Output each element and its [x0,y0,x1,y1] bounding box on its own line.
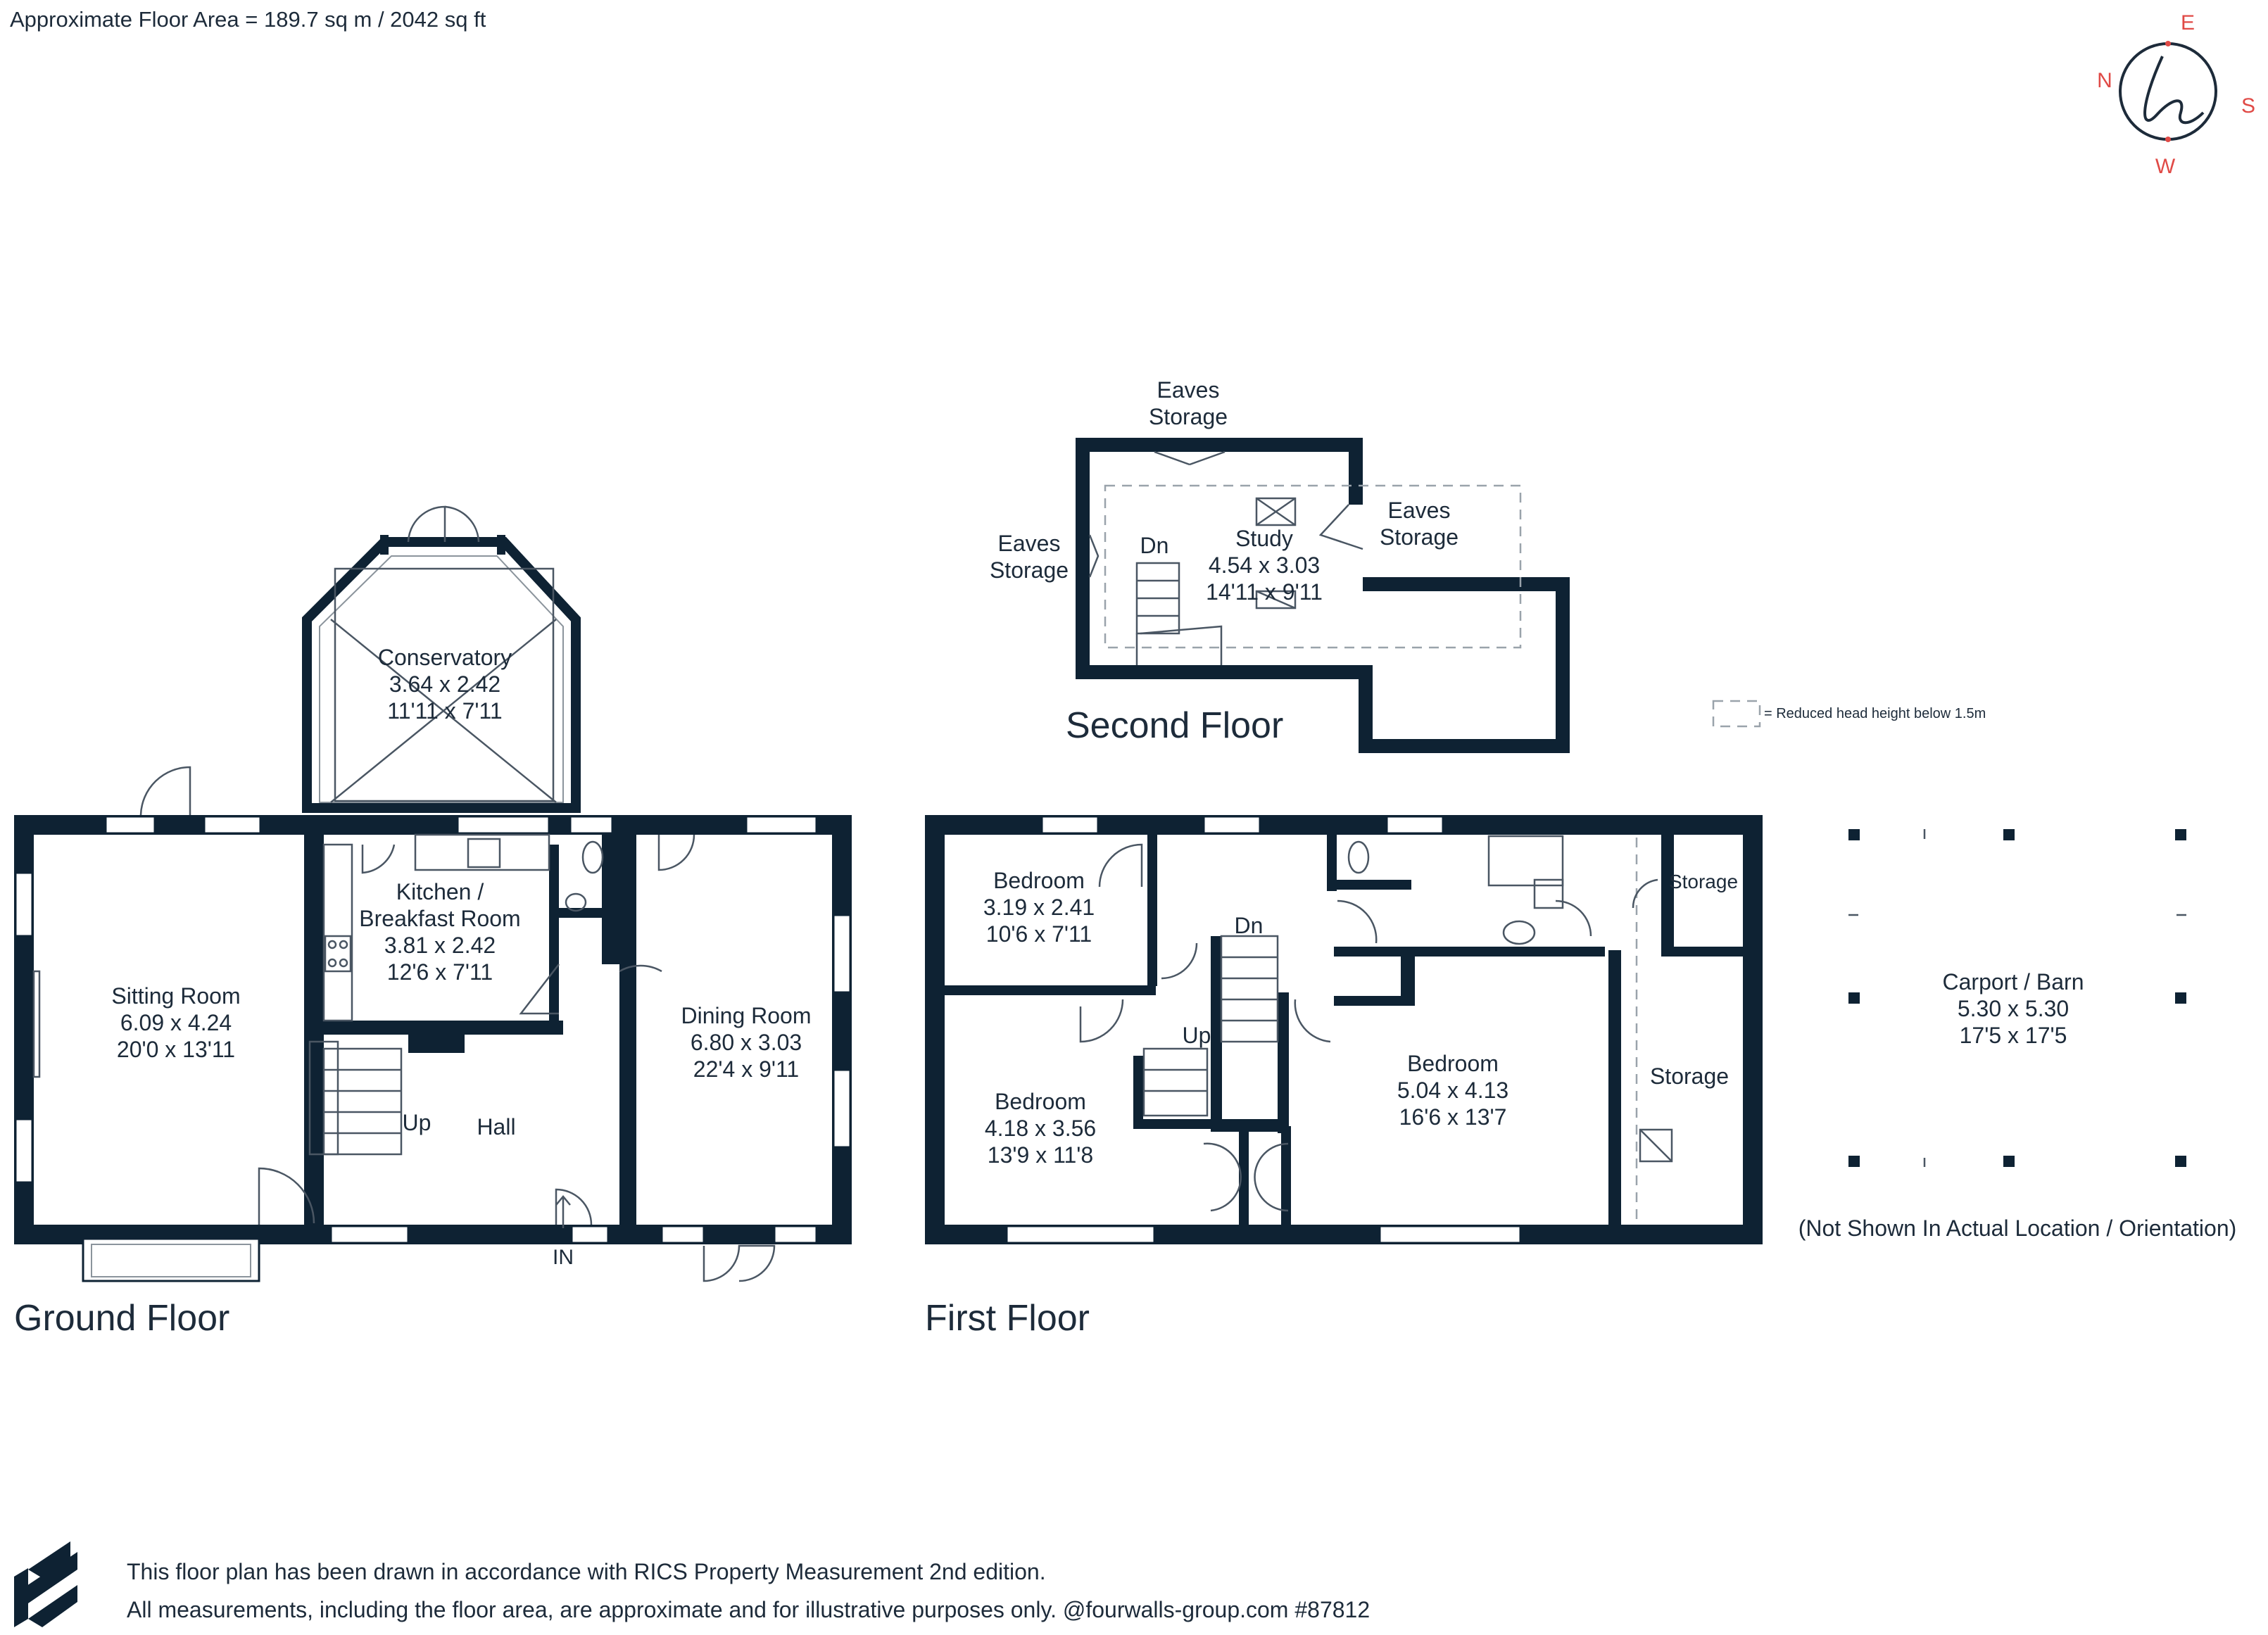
study-metric: 4.54 x 3.03 [1209,553,1320,578]
entrance-label: IN [553,1246,574,1269]
carport-imperial: 17'5 x 17'5 [1960,1023,2067,1048]
bedroom-1-imperial: 10'6 x 7'11 [986,921,1092,947]
compass-e: E [2181,11,2195,34]
sitting-room-label: Sitting Room [111,983,240,1009]
ground-floor-title: Ground Floor [14,1298,229,1339]
second-floor-title: Second Floor [1066,705,1283,746]
bedroom-2-imperial: 13'9 x 11'8 [988,1142,1093,1168]
second-floor-plan [1076,438,1761,753]
conservatory-label: Conservatory [378,645,512,670]
kitchen-metric: 3.81 x 2.42 [384,933,496,958]
study-label: Study [1235,526,1293,551]
bedroom-2-metric: 4.18 x 3.56 [985,1116,1096,1141]
sitting-room-metric: 6.09 x 4.24 [120,1010,232,1035]
conservatory-imperial: 11'11 x 7'11 [387,698,502,724]
eaves-left-label: Eaves [998,531,1061,556]
compass-s: S [2241,94,2255,118]
carport-label: Carport / Barn [1943,969,2084,995]
eaves-top-label: Eaves [1157,377,1220,403]
eaves-top-label-2: Storage [1149,404,1228,429]
compass-w: W [2155,155,2176,178]
floor-area-text: Approximate Floor Area = 189.7 sq m / 20… [10,7,486,32]
dining-room-imperial: 22'4 x 9'11 [693,1056,799,1082]
eaves-left-label-2: Storage [990,557,1069,583]
footer-line-1: This floor plan has been drawn in accord… [127,1559,1046,1584]
bedroom-1-metric: 3.19 x 2.41 [983,895,1095,920]
study-imperial: 14'11 x 9'11 [1206,579,1323,605]
second-dn-label: Dn [1140,533,1169,558]
carport-metric: 5.30 x 5.30 [1958,996,2069,1021]
sitting-room-imperial: 20'0 x 13'11 [117,1037,235,1062]
hall-label: Hall [477,1114,515,1140]
ground-floor-plan [14,505,852,1282]
compass-n: N [2097,69,2112,92]
storage-2-label: Storage [1650,1063,1729,1089]
first-floor-plan [925,815,1763,1244]
bedroom-3-label: Bedroom [1407,1051,1499,1076]
dining-room-metric: 6.80 x 3.03 [691,1030,802,1055]
fourwalls-logo-icon [14,1541,77,1627]
storage-1-label: Storage [1669,871,1738,892]
bedroom-3-metric: 5.04 x 4.13 [1397,1078,1508,1103]
bedroom-2-label: Bedroom [995,1089,1086,1114]
eaves-right-label-2: Storage [1380,524,1459,550]
kitchen-label: Kitchen / [396,879,484,904]
carport-note: (Not Shown In Actual Location / Orientat… [1798,1216,2237,1241]
footer-line-2: All measurements, including the floor ar… [127,1597,1370,1622]
compass-logo-icon: E N S W [2097,11,2255,178]
bedroom-3-imperial: 16'6 x 13'7 [1399,1104,1507,1130]
ground-up-label: Up [403,1110,431,1135]
first-dn-label: Dn [1235,913,1264,938]
dining-room-label: Dining Room [681,1003,812,1028]
conservatory-metric: 3.64 x 2.42 [389,671,500,697]
eaves-right-label: Eaves [1388,498,1451,523]
kitchen-label-2: Breakfast Room [359,906,520,931]
head-height-legend: = Reduced head height below 1.5m [1764,706,1986,721]
bedroom-1-label: Bedroom [993,868,1085,893]
carport-posts [1848,829,2186,1167]
kitchen-imperial: 12'6 x 7'11 [387,959,493,985]
first-up-label: Up [1183,1023,1211,1048]
first-floor-title: First Floor [925,1298,1090,1339]
